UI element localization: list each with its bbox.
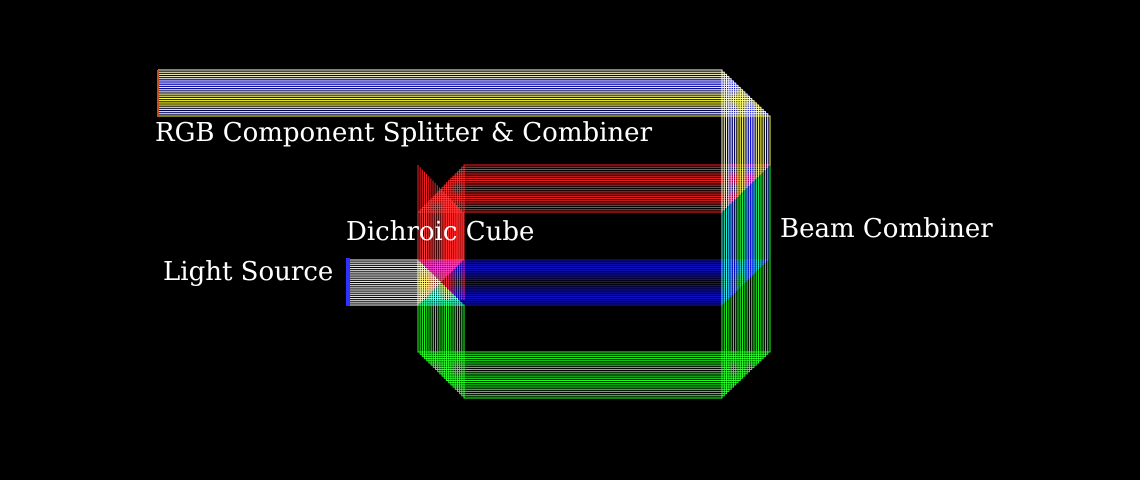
red-ray [158,93,748,300]
blue-ray [158,88,743,287]
red-ray [158,106,762,300]
light-source [346,258,350,306]
green-ray [158,89,744,379]
blue-ray [158,100,756,274]
green-ray [158,76,730,392]
blue-ray [158,90,745,285]
blue-ray [158,94,749,280]
green-ray [158,71,725,397]
red-ray [158,115,771,300]
label-dichroic-cube: Dichroic Cube [346,217,535,247]
blue-ray [158,96,751,278]
label-splitter-combiner: RGB Component Splitter & Combiner [155,118,652,148]
green-ray [158,73,728,395]
red-ray [158,95,750,300]
green-ray [158,80,734,388]
blue-ray [158,107,762,267]
blue-ray [158,82,736,293]
blue-ray [158,103,758,272]
green-ray [158,84,739,384]
blue-ray [158,84,738,291]
red-ray [158,111,766,300]
blue-ray [158,86,741,289]
red-ray [158,97,753,300]
green-ray [158,78,732,390]
red-ray [158,100,755,300]
output-screen [157,70,159,117]
ray-group [158,69,771,399]
blue-ray [158,98,754,276]
label-beam-combiner: Beam Combiner [780,214,993,244]
red-ray [158,113,769,300]
green-ray [158,82,737,386]
label-light-source: Light Source [163,257,334,287]
red-ray [158,104,760,300]
green-ray [158,91,746,377]
green-ray [158,69,723,399]
red-ray [158,108,764,300]
blue-ray [158,105,760,270]
red-ray [158,102,757,300]
green-ray [158,87,741,381]
